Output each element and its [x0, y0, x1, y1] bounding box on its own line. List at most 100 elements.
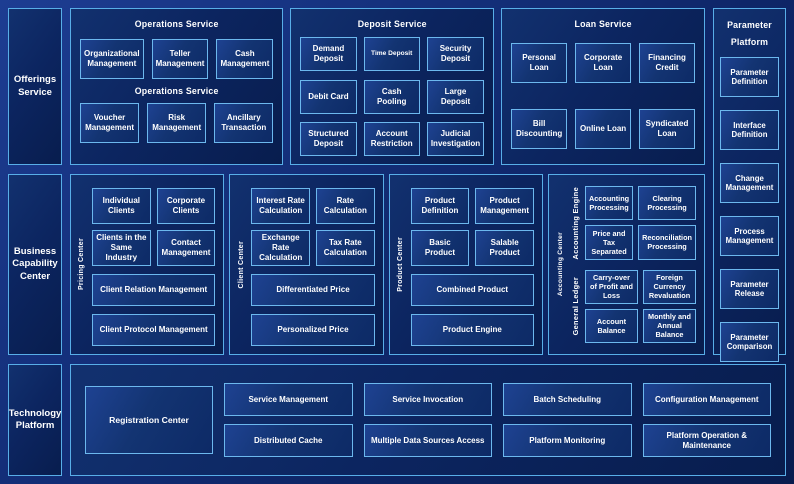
box-platform-operation-maintenance: Platform Operation & Maintenance — [642, 424, 771, 457]
client-center-panel: Client Center Interest Rate Calculation … — [229, 174, 384, 355]
box-exchange-rate-calculation: Exchange Rate Calculation — [251, 230, 310, 266]
rail-business-capability-label: Business Capability Center — [12, 245, 58, 282]
box-product-engine: Product Engine — [410, 314, 534, 346]
pricing-center-content: Individual Clients Corporate Clients Cli… — [90, 180, 219, 349]
box-cash-pooling: Cash Pooling — [363, 79, 420, 114]
box-account-restriction: Account Restriction — [363, 122, 420, 157]
box-online-loan: Online Loan — [575, 109, 632, 149]
client-center-content: Interest Rate Calculation Rate Calculati… — [249, 180, 378, 349]
client-center-label: Client Center — [237, 240, 245, 289]
box-demand-deposit: Demand Deposit — [300, 37, 357, 71]
rail-technology-platform-label: Technology Platform — [8, 407, 62, 431]
box-interface-definition: Interface Definition — [720, 110, 779, 151]
operations-service-subtitle: Operations Service — [134, 86, 219, 96]
box-registration-center: Registration Center — [85, 386, 213, 454]
loan-grid: Personal Loan Corporate Loan Financing C… — [511, 43, 695, 149]
technology-platform-panel: Registration Center Service Management D… — [70, 364, 786, 476]
box-platform-monitoring: Platform Monitoring — [503, 424, 632, 457]
box-accounting-processing: Accounting Processing — [584, 186, 634, 221]
box-structured-deposit: Structured Deposit — [300, 122, 357, 157]
box-corporate-clients: Corporate Clients — [156, 188, 216, 224]
box-batch-scheduling: Batch Scheduling — [503, 383, 632, 416]
operations-row-2: Voucher Management Risk Management Ancil… — [80, 103, 274, 143]
general-ledger-group: General Ledger Carry-over of Profit and … — [568, 269, 696, 344]
box-product-definition: Product Definition — [410, 188, 470, 224]
tech-column-3: Batch Scheduling Platform Monitoring — [503, 383, 632, 457]
tech-column-1: Service Management Distributed Cache — [224, 383, 353, 457]
rail-technology-platform: Technology Platform — [8, 364, 62, 476]
box-tax-rate-calculation: Tax Rate Calculation — [315, 230, 375, 266]
box-security-deposit: Security Deposit — [426, 37, 485, 71]
box-multiple-data-sources-access: Multiple Data Sources Access — [363, 424, 492, 457]
box-personalized-price: Personalized Price — [251, 314, 375, 346]
rail-offerings-service-label: Offerings Service — [13, 74, 57, 98]
box-client-protocol-management: Client Protocol Management — [92, 314, 216, 346]
client-center-label-strip: Client Center — [234, 180, 249, 349]
operations-row-1: Organizational Management Teller Managem… — [80, 39, 274, 79]
box-configuration-management: Configuration Management — [642, 383, 771, 416]
business-capability-row: Pricing Center Individual Clients Corpor… — [70, 174, 705, 355]
box-service-management: Service Management — [224, 383, 353, 416]
box-change-management: Change Management — [720, 163, 779, 204]
deposit-service-panel: Deposit Service Demand Deposit Time Depo… — [290, 8, 495, 165]
box-organizational-management: Organizational Management — [80, 39, 144, 79]
box-price-tax-separated: Price and Tax Separated — [584, 225, 634, 260]
box-account-balance: Account Balance — [584, 308, 638, 343]
box-process-management: Process Management — [720, 216, 779, 257]
general-ledger-label: General Ledger — [571, 277, 581, 336]
accounting-center-panel: Accounting Center Accounting Engine Acco… — [547, 174, 705, 355]
product-center-label: Product Center — [397, 237, 405, 292]
box-individual-clients: Individual Clients — [92, 188, 151, 224]
box-foreign-currency-revaluation: Foreign Currency Revaluation — [642, 269, 696, 304]
box-distributed-cache: Distributed Cache — [224, 424, 353, 457]
pricing-center-label-strip: Pricing Center — [75, 180, 90, 349]
box-personal-loan: Personal Loan — [511, 43, 568, 83]
box-large-deposit: Large Deposit — [426, 79, 485, 114]
operations-service-title: Operations Service — [134, 19, 219, 29]
top-services-row: Operations Service Organizational Manage… — [70, 8, 705, 165]
product-center-content: Product Definition Product Management Ba… — [409, 180, 538, 349]
box-ancillary-transaction: Ancillary Transaction — [214, 103, 274, 143]
box-time-deposit: Time Deposit — [363, 37, 420, 71]
rail-business-capability-center: Business Capability Center — [8, 174, 62, 355]
box-teller-management: Teller Management — [151, 39, 209, 79]
tech-column-2: Service Invocation Multiple Data Sources… — [363, 383, 492, 457]
box-syndicated-loan: Syndicated Loan — [639, 109, 695, 149]
box-parameter-comparison: Parameter Comparison — [720, 322, 779, 363]
box-corporate-loan: Corporate Loan — [575, 43, 632, 83]
box-salable-product: Salable Product — [475, 230, 534, 266]
box-rate-calculation: Rate Calculation — [315, 188, 375, 224]
pricing-grid: Individual Clients Corporate Clients Cli… — [92, 188, 216, 266]
box-voucher-management: Voucher Management — [80, 103, 140, 143]
box-basic-product: Basic Product — [410, 230, 470, 266]
pricing-center-label: Pricing Center — [78, 238, 86, 291]
accounting-center-content: Accounting Engine Accounting Processing … — [568, 180, 700, 349]
product-grid: Product Definition Product Management Ba… — [410, 188, 534, 266]
box-monthly-annual-balance: Monthly and Annual Balance — [642, 308, 696, 343]
accounting-engine-group: Accounting Engine Accounting Processing … — [568, 186, 696, 260]
rail-offerings-service: Offerings Service — [8, 8, 62, 165]
box-carry-over-profit-loss: Carry-over of Profit and Loss — [584, 269, 638, 304]
parameter-platform-items: Parameter Definition Interface Definitio… — [720, 57, 779, 363]
box-parameter-release: Parameter Release — [720, 269, 779, 310]
parameter-platform-title: Parameter Platform — [727, 20, 772, 47]
general-ledger-grid: Carry-over of Profit and Loss Foreign Cu… — [584, 269, 696, 343]
accounting-engine-label: Accounting Engine — [571, 186, 581, 259]
general-ledger-label-strip: General Ledger — [568, 270, 585, 344]
deposit-service-title: Deposit Service — [357, 19, 427, 29]
product-center-label-strip: Product Center — [394, 180, 409, 349]
box-bill-discounting: Bill Discounting — [511, 109, 568, 149]
box-reconciliation-processing: Reconciliation Processing — [638, 225, 696, 260]
box-risk-management: Risk Management — [147, 103, 207, 143]
loan-service-panel: Loan Service Personal Loan Corporate Loa… — [501, 8, 705, 165]
box-differentiated-price: Differentiated Price — [251, 274, 375, 306]
box-financing-credit: Financing Credit — [639, 43, 695, 83]
loan-service-title: Loan Service — [574, 19, 632, 29]
deposit-grid: Demand Deposit Time Deposit Security Dep… — [300, 37, 485, 158]
accounting-center-label: Accounting Center — [556, 232, 564, 297]
box-clearing-processing: Clearing Processing — [638, 186, 696, 221]
box-client-relation-management: Client Relation Management — [92, 274, 216, 306]
pricing-center-panel: Pricing Center Individual Clients Corpor… — [70, 174, 225, 355]
box-product-management: Product Management — [475, 188, 534, 224]
